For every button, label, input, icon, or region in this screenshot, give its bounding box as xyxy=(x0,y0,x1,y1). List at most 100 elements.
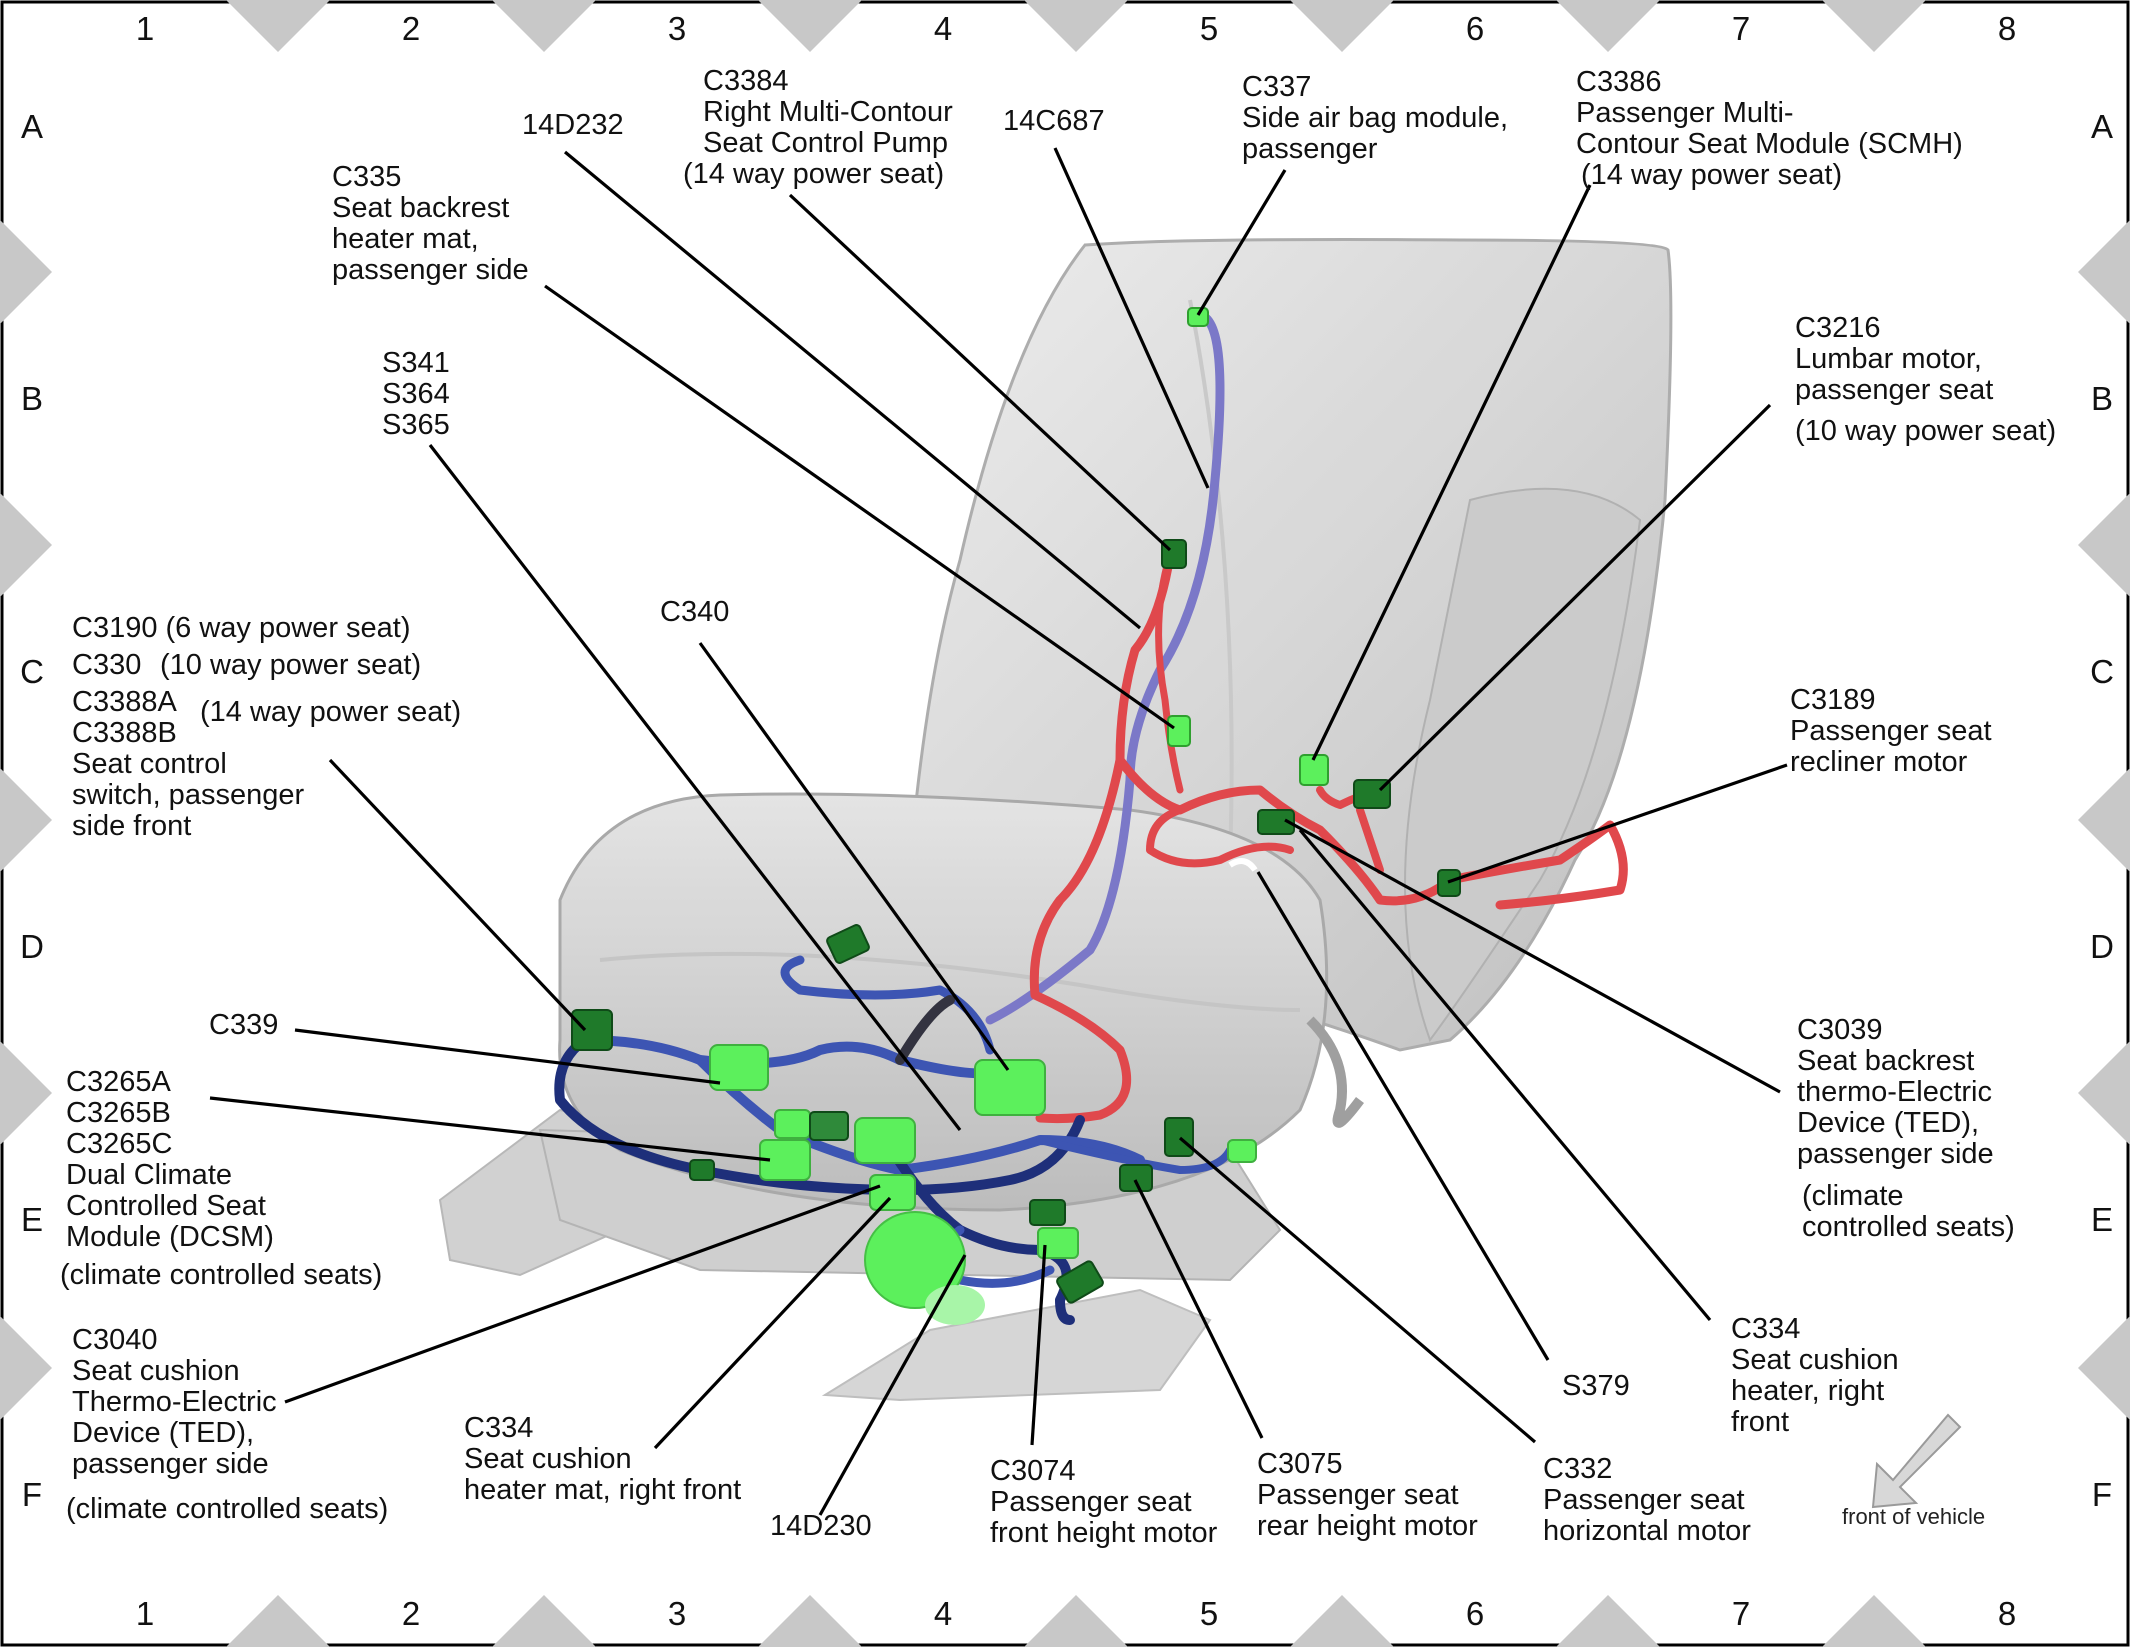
harness-blue-right xyxy=(1036,1136,1234,1174)
label-line: (climate xyxy=(1802,1180,1904,1212)
label-line: side front xyxy=(72,810,191,842)
label-line: Module (DCSM) xyxy=(66,1221,274,1253)
label-line: (10 way power seat) xyxy=(1795,415,2056,447)
label-line: recliner motor xyxy=(1790,746,1968,778)
leader-c3216 xyxy=(1378,403,1772,792)
grid-diamond-right-4 xyxy=(2078,1041,2130,1145)
leader-c339 xyxy=(294,1028,721,1085)
label-line: Contour Seat Module (SCMH) xyxy=(1576,128,1963,160)
grid-diamond-bottom-6 xyxy=(1556,1595,1660,1647)
backrest-side-bolster xyxy=(1404,487,1642,1043)
leader-c3189 xyxy=(1447,763,1788,884)
label-line: Right Multi-Contour xyxy=(703,96,953,128)
front-arrow-icon xyxy=(1871,1413,1962,1509)
label-line: Thermo-Electric xyxy=(72,1386,277,1418)
grid-diamond-top-7 xyxy=(1822,0,1926,52)
label-line: controlled seats) xyxy=(1802,1211,2015,1243)
col-label-top-8: 8 xyxy=(1998,10,2016,47)
leader-14c687 xyxy=(1053,147,1210,489)
connector-c339 xyxy=(709,1044,769,1091)
label-14d232: 14D232 xyxy=(522,109,624,141)
connector-c335 xyxy=(1167,715,1191,747)
connector-c340 xyxy=(974,1059,1046,1116)
seat-rail-front xyxy=(821,1288,1212,1402)
label-line: C3190 (6 way power seat) xyxy=(72,612,411,644)
row-label-right-E: E xyxy=(2091,1201,2113,1238)
harness-dark-stub xyxy=(895,995,955,1065)
label-line: Seat cushion xyxy=(72,1355,240,1387)
leader-s379 xyxy=(1256,871,1550,1361)
leader-c334-mat xyxy=(653,1196,892,1450)
grid-diamond-right-3 xyxy=(2078,768,2130,872)
row-label-right-A: A xyxy=(2091,108,2113,145)
connector-c3075 xyxy=(1119,1164,1153,1192)
leader-14d230 xyxy=(818,1254,967,1516)
label-line: C3075 xyxy=(1257,1448,1342,1480)
label-line: S364 xyxy=(382,378,450,410)
label-line: horizontal motor xyxy=(1543,1515,1751,1547)
grid-diamond-left-1 xyxy=(0,220,52,324)
grid-diamond-right-5 xyxy=(2078,1316,2130,1420)
label-line: C3388B xyxy=(72,717,177,749)
harness-purple-airbag xyxy=(985,310,1225,1025)
label-line: Dual Climate xyxy=(66,1159,232,1191)
label-line: (climate controlled seats) xyxy=(66,1493,388,1525)
grid-diamond-top-1 xyxy=(226,0,330,52)
label-c340: C340 xyxy=(660,596,729,628)
label-line: C334 xyxy=(464,1412,533,1444)
label-line: C337 xyxy=(1242,71,1311,103)
col-label-bottom-2: 2 xyxy=(402,1595,420,1632)
leader-c334-right xyxy=(1298,828,1712,1322)
label-line: C334 xyxy=(1731,1313,1800,1345)
label-line: passenger seat xyxy=(1795,374,1993,406)
connector-dcsm-block xyxy=(854,1117,916,1164)
grid-diamond-bottom-5 xyxy=(1290,1595,1394,1647)
label-line: 14D232 xyxy=(522,109,624,141)
front-of-vehicle-label: front of vehicle xyxy=(1842,1504,1985,1529)
row-label-left-A: A xyxy=(21,108,43,145)
label-line: (14 way power seat) xyxy=(683,158,944,190)
label-line: passenger side xyxy=(332,254,529,286)
label-line: heater mat, right front xyxy=(464,1474,741,1506)
col-label-top-7: 7 xyxy=(1732,10,1750,47)
leader-c3386 xyxy=(1311,184,1592,761)
label-line: front xyxy=(1731,1406,1789,1438)
row-label-right-C: C xyxy=(2090,653,2114,690)
connector-ted-cushion-shadow xyxy=(925,1285,985,1325)
label-line: heater mat, xyxy=(332,223,479,255)
label-line: C3040 xyxy=(72,1324,157,1356)
cushion-seam xyxy=(599,951,1301,1012)
row-label-left-B: B xyxy=(21,380,43,417)
wiring-harness xyxy=(554,310,1628,1325)
connector-c3039 xyxy=(1257,809,1295,835)
label-line: C3386 xyxy=(1576,66,1661,98)
harness-red-main xyxy=(1029,550,1175,1124)
col-label-bottom-7: 7 xyxy=(1732,1595,1750,1632)
grid-diamond-left-3 xyxy=(0,768,52,872)
label-line: (10 way power seat) xyxy=(160,649,421,681)
leader-c3190 xyxy=(328,758,587,1032)
grid-labels: 1 2 3 4 5 6 7 8 1 2 3 4 5 6 7 8 A B C D … xyxy=(20,10,2114,1632)
label-line: C339 xyxy=(209,1009,278,1041)
label-line: S341 xyxy=(382,347,450,379)
row-label-right-B: B xyxy=(2091,380,2113,417)
row-label-right-D: D xyxy=(2090,928,2114,965)
label-line: Device (TED), xyxy=(1797,1107,1979,1139)
col-label-bottom-8: 8 xyxy=(1998,1595,2016,1632)
connector-c334-mat xyxy=(1037,1227,1079,1259)
label-line: C332 xyxy=(1543,1453,1612,1485)
label-line: C3388A xyxy=(72,686,177,718)
splice-s379-clip xyxy=(1228,858,1258,872)
label-s379: S379 xyxy=(1562,1370,1630,1402)
connector-right-small xyxy=(1227,1139,1257,1163)
label-line: switch, passenger xyxy=(72,779,304,811)
leader-s341 xyxy=(428,444,962,1131)
grid-diamond-bottom-3 xyxy=(758,1595,862,1647)
